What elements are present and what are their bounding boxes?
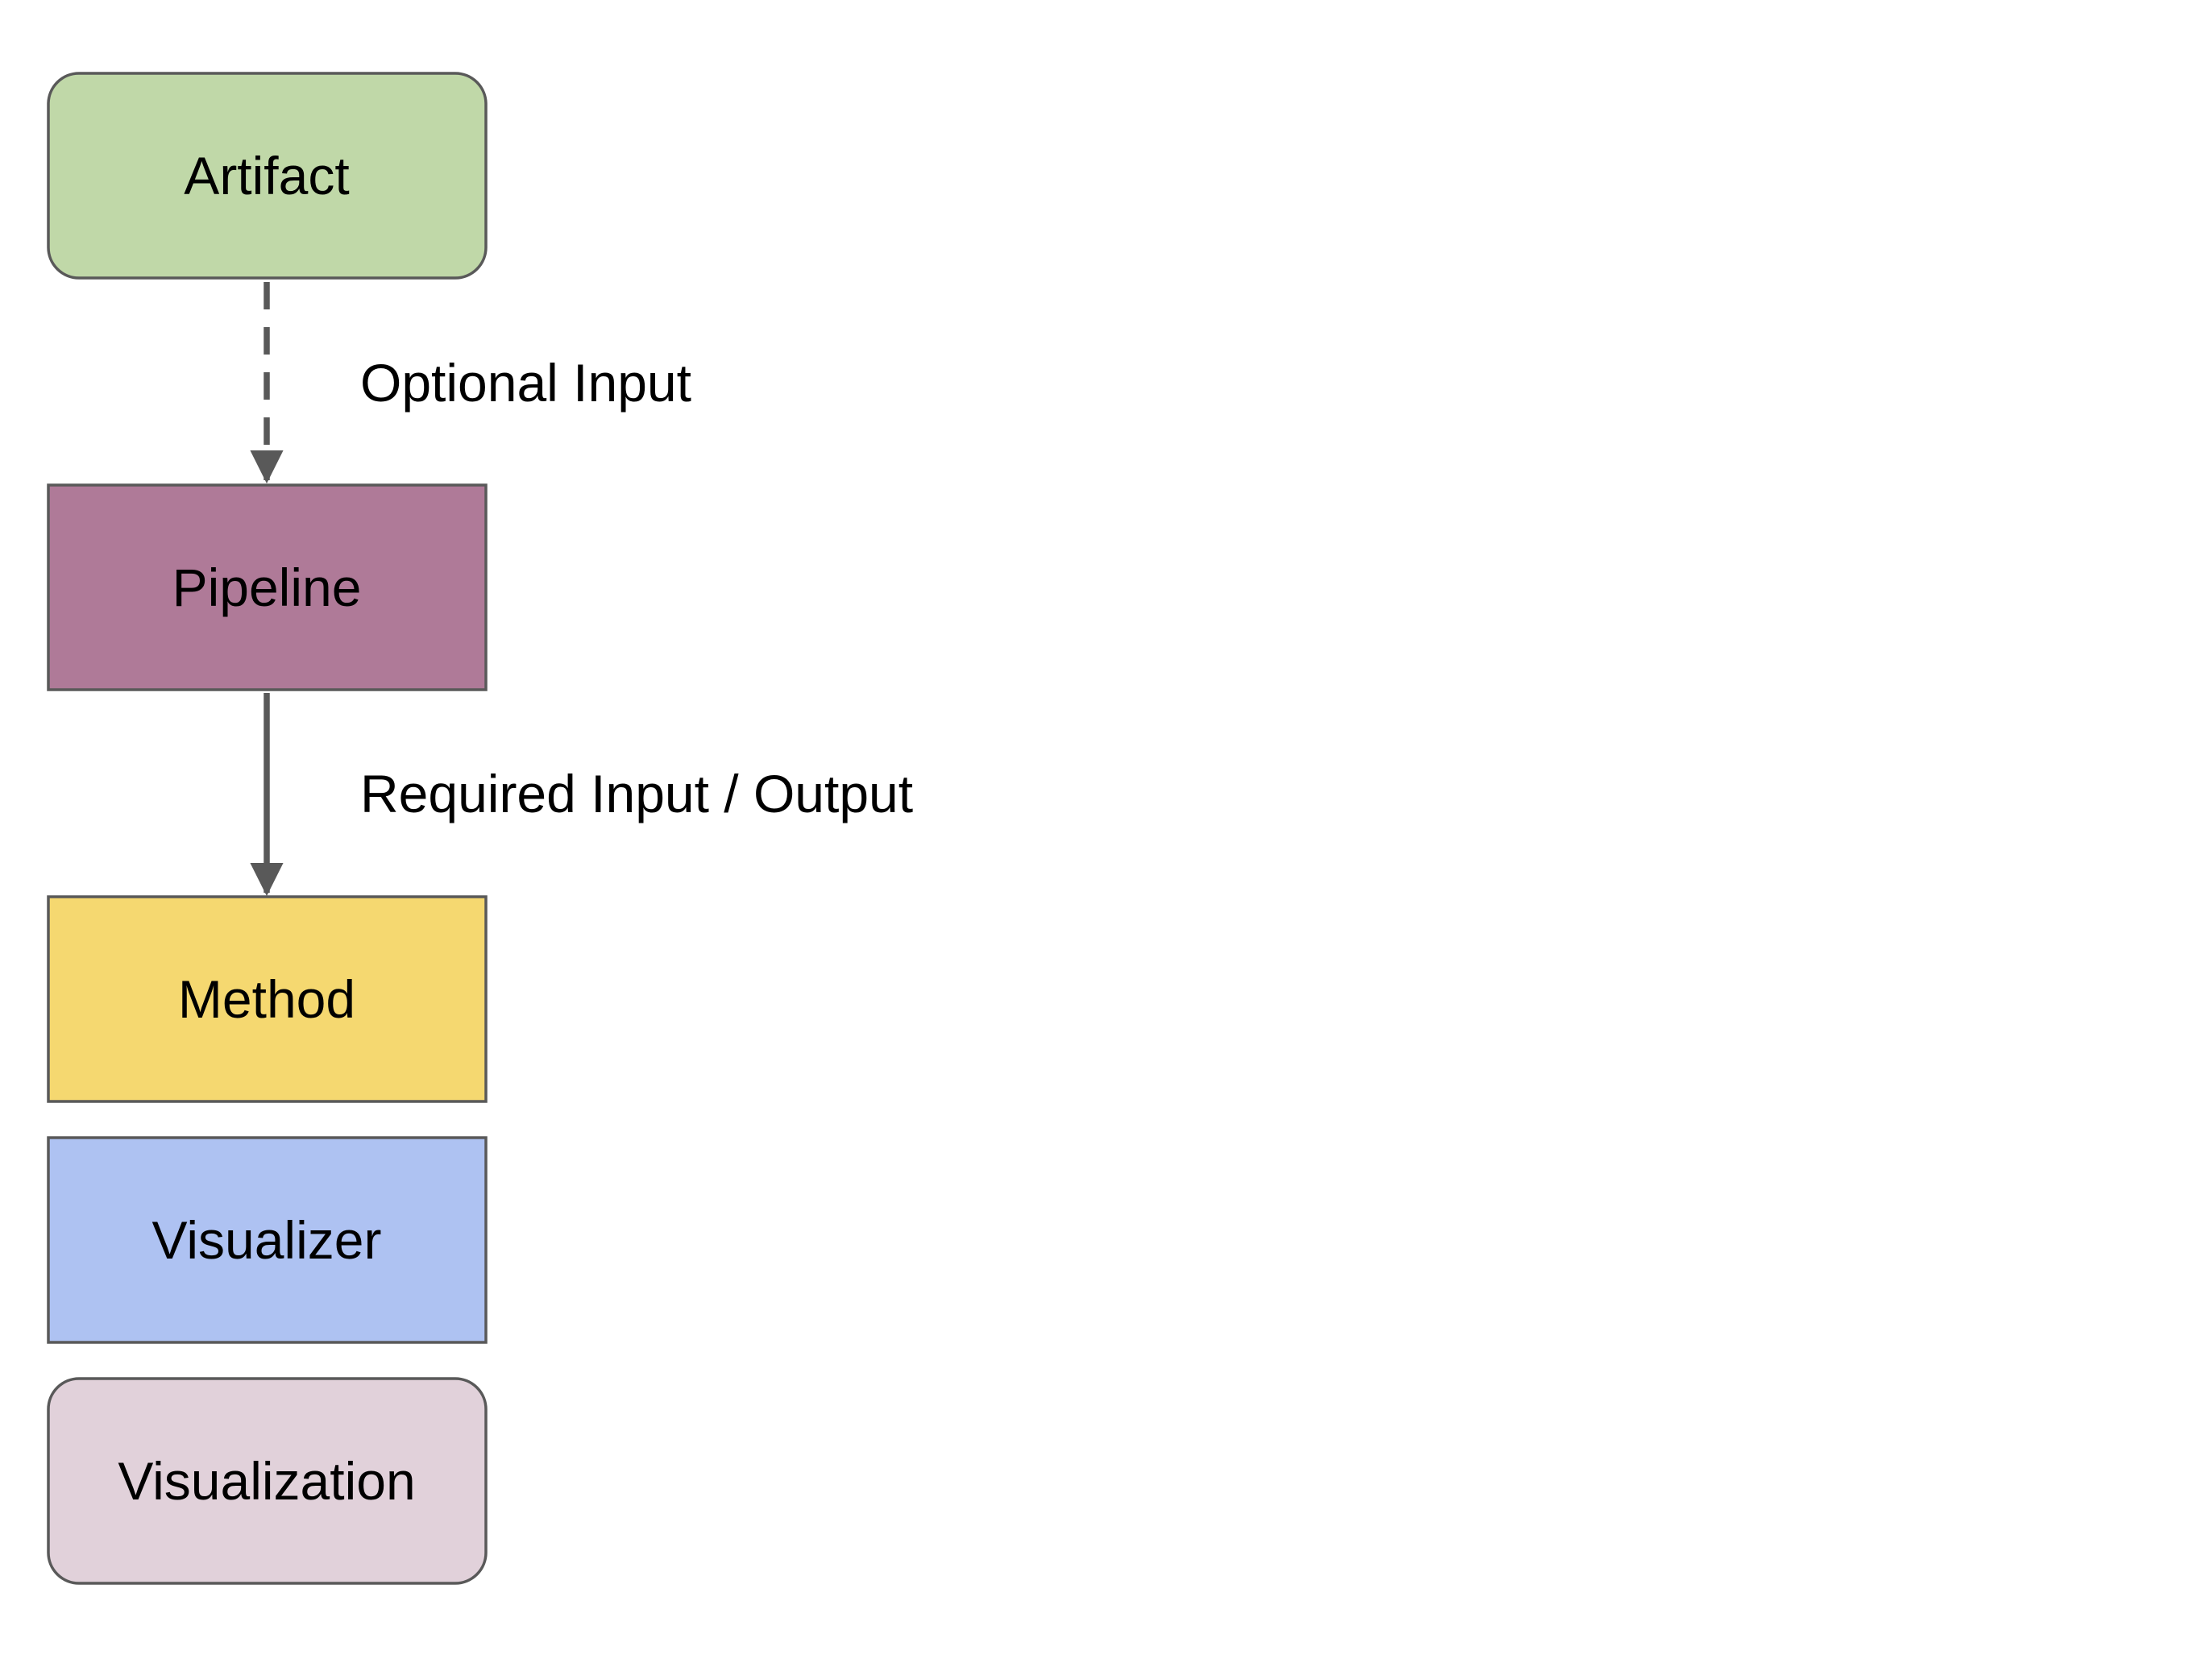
node-artifact: Artifact [47,72,488,280]
node-visualization: Visualization [47,1377,488,1585]
pipeline-box [47,483,488,691]
edge-optional-input: Optional Input [250,282,691,484]
visualizer-box [47,1136,488,1344]
node-method: Method [47,895,488,1103]
visualization-label: Visualization [118,1451,415,1511]
artifact-label: Artifact [184,146,349,205]
pipeline-label: Pipeline [172,558,362,617]
method-box [47,895,488,1103]
visualization-box [47,1377,488,1585]
edge-required-input-output: Required Input / Output [250,693,913,897]
node-visualizer: Visualizer [47,1136,488,1344]
node-pipeline: Pipeline [47,483,488,691]
artifact-box [47,72,488,280]
visualizer-label: Visualizer [152,1210,382,1270]
required-input-output-label: Required Input / Output [360,764,913,823]
method-label: Method [178,969,355,1029]
optional-input-label: Optional Input [360,353,691,413]
